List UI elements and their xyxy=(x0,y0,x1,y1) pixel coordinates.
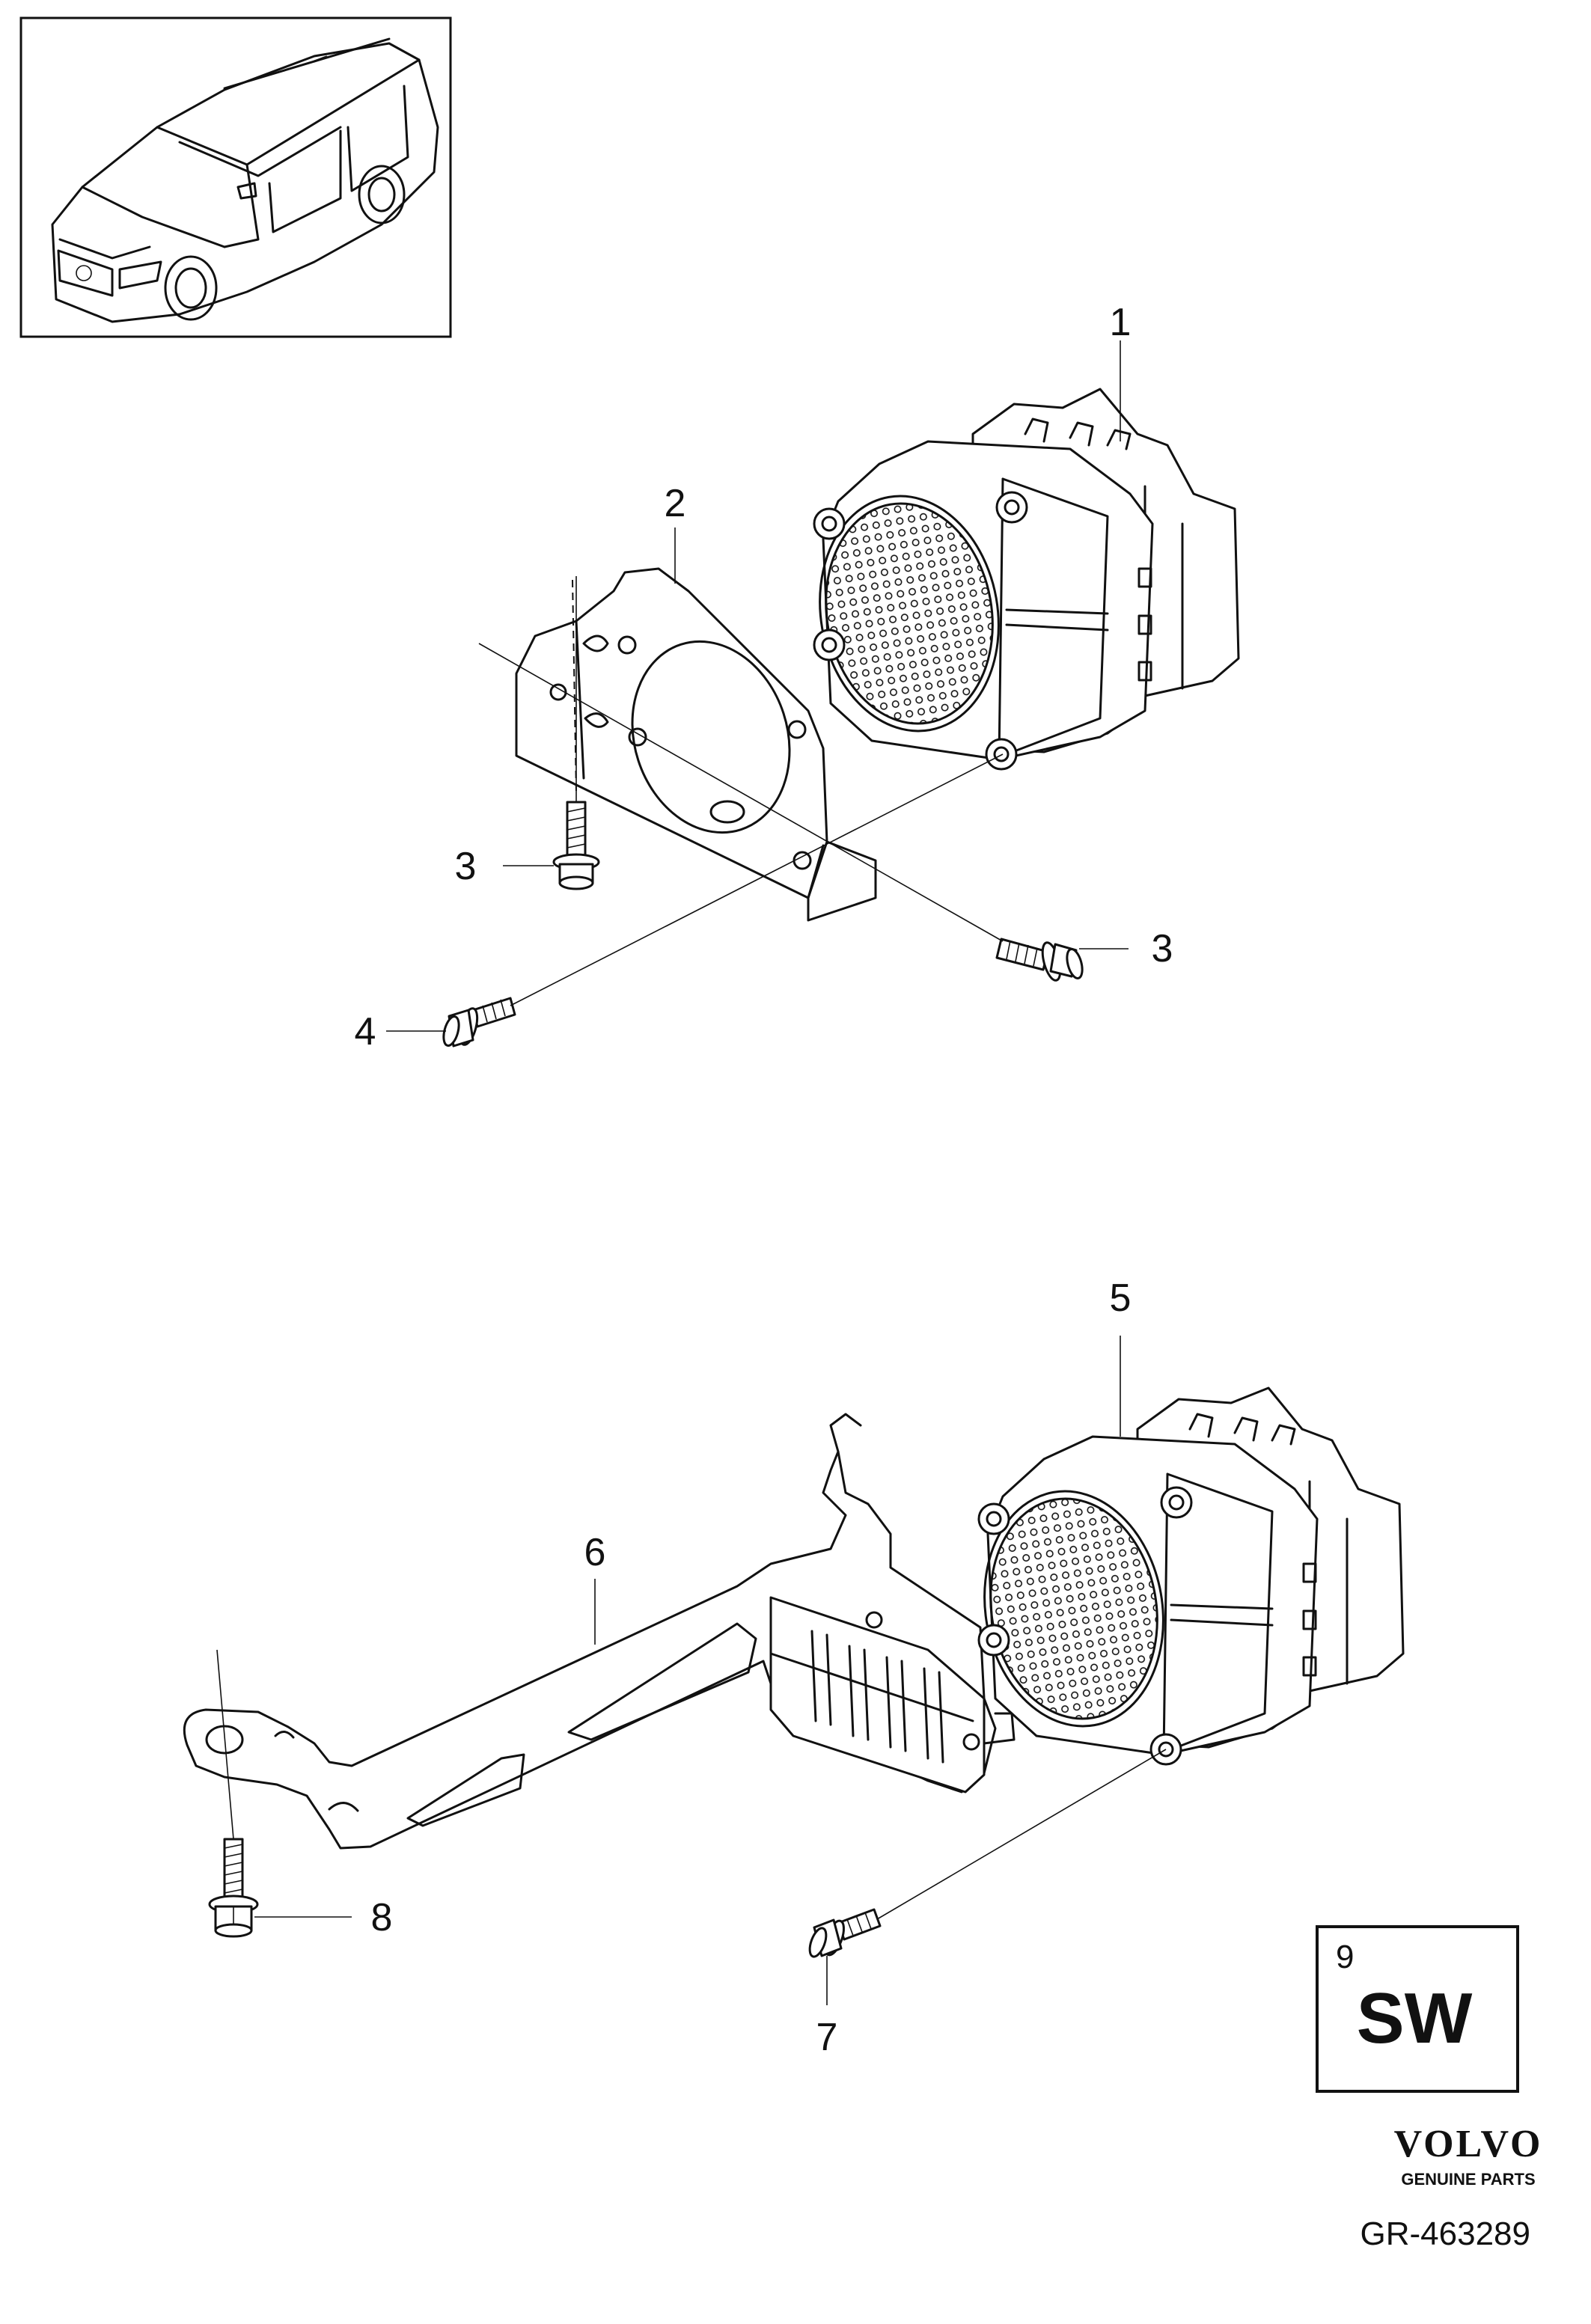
brand-block: VOLVO GENUINE PARTS GR-463289 xyxy=(1361,2123,1543,2252)
upper-assembly xyxy=(386,340,1240,1048)
siren-speaker-lower xyxy=(977,1386,1405,1766)
bolt-angled-upper xyxy=(995,938,1084,982)
callout-8: 8 xyxy=(371,1896,393,1939)
callout-3-right: 3 xyxy=(1152,927,1173,970)
callout-3-left: 3 xyxy=(455,845,477,888)
upper-leader-lines xyxy=(386,340,1129,1032)
volvo-logo-text: VOLVO xyxy=(1394,2123,1543,2165)
mounting-bracket-upper xyxy=(515,567,877,922)
drawing-reference: GR-463289 xyxy=(1361,2216,1530,2252)
callout-6: 6 xyxy=(584,1531,606,1574)
callout-7: 7 xyxy=(816,2016,838,2059)
lower-assembly xyxy=(183,1336,1405,2005)
siren-speaker-upper xyxy=(813,388,1240,771)
bolt-part-4 xyxy=(442,997,516,1048)
badge-code: SW xyxy=(1357,1978,1473,2058)
callout-5: 5 xyxy=(1110,1276,1132,1320)
badge-number: 9 xyxy=(1336,1939,1354,1975)
estate-car-illustration xyxy=(51,37,439,323)
callout-1: 1 xyxy=(1110,301,1132,344)
callout-labels: 1 2 3 3 4 5 6 7 8 xyxy=(355,301,1173,2059)
vehicle-overview-inset xyxy=(19,16,452,338)
bolt-part-8 xyxy=(208,1838,259,1938)
bolt-vertical-upper xyxy=(552,801,600,890)
callout-4: 4 xyxy=(355,1010,376,1054)
lower-leader-lines xyxy=(216,1336,1167,2005)
market-badge: 9 SW xyxy=(1316,1925,1519,2093)
mounting-bracket-lower xyxy=(183,1413,1016,1850)
bolt-part-7 xyxy=(808,1908,882,1958)
genuine-parts-tagline: GENUINE PARTS xyxy=(1401,2170,1535,2189)
callout-2: 2 xyxy=(665,482,686,525)
